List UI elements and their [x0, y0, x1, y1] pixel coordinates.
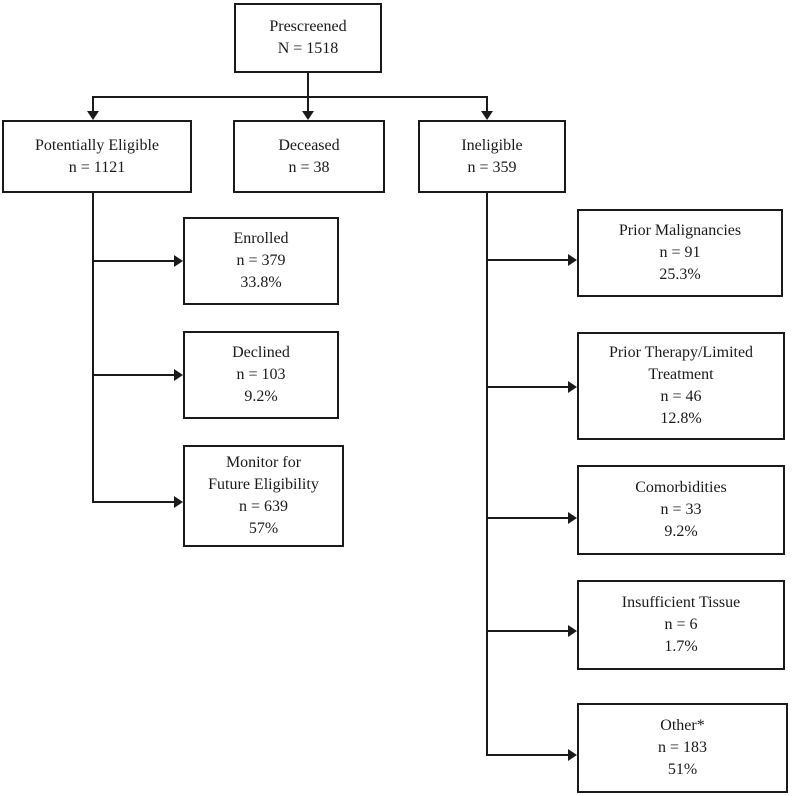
node-percent: 1.7% [664, 638, 698, 655]
arrowhead-to-prior-therapy [568, 381, 577, 393]
node-label: Deceased [278, 136, 340, 154]
node-count: n = 6 [664, 616, 698, 633]
flow-node-deceased: Deceased n = 38 [233, 120, 385, 193]
node-percent: 51% [667, 761, 698, 778]
node-count: n = 183 [657, 739, 708, 756]
arrowhead-to-monitor [174, 496, 183, 508]
flow-node-prior-therapy-limited-treatment: Prior Therapy/Limited Treatment n = 46 1… [577, 332, 785, 440]
arrowhead-to-ineligible [481, 111, 493, 120]
flow-node-comorbidities: Comorbidities n = 33 9.2% [577, 465, 785, 555]
connector-prescreened-bar [92, 96, 488, 98]
arrowhead-to-declined [174, 369, 183, 381]
node-count: n = 46 [660, 388, 702, 405]
node-label: Treatment [648, 366, 714, 383]
node-percent: 9.2% [244, 388, 278, 405]
connector-drop-middle [307, 96, 309, 113]
connector-right-trunk [486, 193, 488, 756]
node-percent: 57% [248, 520, 279, 537]
node-count: n = 639 [238, 498, 289, 515]
node-label: Comorbidities [635, 479, 727, 496]
arrowhead-to-deceased [302, 111, 314, 120]
flow-node-insufficient-tissue: Insufficient Tissue n = 6 1.7% [577, 580, 785, 670]
connector-to-declined [92, 374, 174, 376]
node-label: Prior Malignancies [618, 222, 742, 239]
node-label: Prescreened [269, 18, 347, 35]
node-count: n = 38 [288, 158, 330, 176]
flow-node-declined: Declined n = 103 9.2% [183, 331, 339, 419]
flow-node-ineligible: Ineligible n = 359 [418, 120, 566, 193]
node-count: n = 103 [236, 366, 286, 383]
node-percent: 9.2% [664, 523, 698, 540]
flow-node-prior-malignancies: Prior Malignancies n = 91 25.3% [577, 209, 783, 297]
node-count: n = 359 [467, 158, 517, 176]
connector-left-trunk [92, 193, 94, 503]
flow-node-monitor-future-eligibility: Monitor for Future Eligibility n = 639 5… [183, 445, 344, 547]
connector-to-enrolled [92, 260, 174, 262]
connector-to-insufficient-tissue [486, 630, 568, 632]
flow-node-other: Other* n = 183 51% [577, 703, 788, 793]
arrowhead-to-prior-malignancies [568, 254, 577, 266]
node-label: Insufficient Tissue [621, 594, 741, 611]
flow-node-prescreened: Prescreened N = 1518 [234, 3, 382, 73]
node-label: Declined [232, 344, 290, 361]
connector-to-prior-malignancies [486, 259, 568, 261]
connector-to-comorbidities [486, 517, 568, 519]
arrowhead-to-comorbidities [568, 512, 577, 524]
flow-node-potentially-eligible: Potentially Eligible n = 1121 [2, 120, 192, 193]
flow-node-enrolled: Enrolled n = 379 33.8% [183, 217, 339, 305]
connector-prescreened-stem [307, 73, 309, 98]
node-label: Ineligible [461, 136, 523, 154]
connector-to-other [486, 754, 568, 756]
arrowhead-to-potentially-eligible [87, 111, 99, 120]
node-label: Other* [660, 717, 705, 734]
node-label: Potentially Eligible [35, 136, 159, 154]
node-percent: 12.8% [660, 410, 702, 427]
node-count: N = 1518 [277, 40, 339, 57]
node-count: n = 379 [236, 252, 286, 269]
arrowhead-to-insufficient-tissue [568, 625, 577, 637]
node-count: n = 91 [659, 244, 701, 261]
node-label: Prior Therapy/Limited [608, 344, 754, 361]
connector-to-prior-therapy [486, 386, 568, 388]
node-count: n = 33 [660, 501, 702, 518]
node-percent: 33.8% [240, 274, 282, 291]
node-count: n = 1121 [68, 158, 126, 176]
connector-to-monitor [92, 501, 174, 503]
node-label: Future Eligibility [208, 476, 319, 493]
node-percent: 25.3% [659, 266, 701, 283]
connector-drop-left [92, 96, 94, 113]
connector-drop-right [486, 96, 488, 113]
node-label: Enrolled [233, 230, 289, 247]
arrowhead-to-enrolled [174, 255, 183, 267]
node-label: Monitor for [225, 454, 302, 471]
arrowhead-to-other [568, 749, 577, 761]
